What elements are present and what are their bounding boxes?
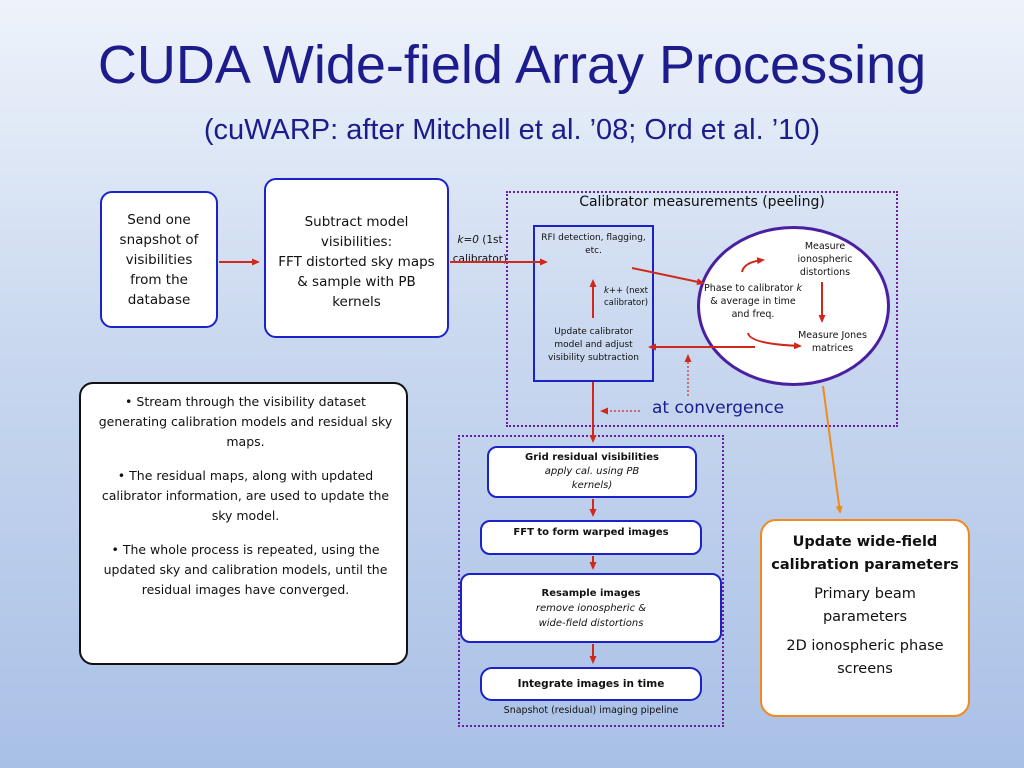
phase-line1: Phase to calibrator (703, 283, 797, 294)
rfi-box (533, 225, 654, 382)
phase-text: Phase to calibrator k & average in time … (702, 282, 804, 321)
bullet-box: • Stream through the visibility dataset … (79, 382, 408, 665)
rfi-bottom-line: visibility subtraction (548, 353, 639, 363)
bullet-item: • The whole process is repeated, using t… (93, 540, 398, 600)
arrow-jones-curl (747, 332, 802, 350)
subtract-heading-line: visibilities: (320, 234, 393, 250)
subtract-heading-line: Subtract model (304, 214, 409, 230)
resample-sub-line: wide-field distortions (538, 617, 644, 629)
phase-line: & average in time (710, 296, 796, 307)
update-item1-line: parameters (822, 609, 908, 625)
rfi-top-line: RFI detection, flagging, (541, 233, 646, 243)
k-plus-plus-label: k++ (next calibrator) (597, 285, 655, 309)
calibrator-region (506, 191, 898, 427)
rfi-top-line: etc. (585, 246, 602, 256)
jones-line: matrices (811, 343, 854, 354)
bullet-item: • The residual maps, along with updated … (93, 466, 398, 526)
arrow-rfi-to-phase (631, 267, 705, 286)
send-line: visibilities (125, 251, 193, 268)
update-title-line: Update wide-field (792, 534, 938, 550)
pipeline-caption: Snapshot (residual) imaging pipeline (503, 705, 679, 716)
bullet-text: Stream through the visibility dataset ge… (98, 394, 393, 449)
bullet-dot: • (117, 468, 130, 483)
subtract-body-line: & sample with PB (297, 274, 416, 290)
send-line: database (127, 291, 191, 308)
rfi-top-text: RFI detection, flagging, etc. (533, 232, 654, 258)
update-item2-line: screens (837, 661, 893, 677)
subtract-body-line: FFT distorted sky maps (278, 254, 435, 270)
k0-label-italic: k=0 (457, 234, 479, 246)
send-line: Send one (127, 211, 191, 228)
rfi-bottom-text: Update calibrator model and adjust visib… (533, 326, 654, 365)
subtract-body-line: kernels (332, 294, 381, 310)
ionospheric-line: ionospheric (797, 254, 853, 265)
kpp-italic: k++ (603, 286, 624, 296)
bullet-dot: • (111, 542, 123, 557)
resample-box: Resample images remove ionospheric & wid… (460, 573, 722, 643)
arrow-phase-to-ionospheric (741, 257, 765, 273)
subtract-model-box: Subtract model visibilities: FFT distort… (264, 178, 449, 338)
phase-k: k (796, 283, 802, 294)
jones-line: Measure Jones (798, 330, 867, 341)
ionospheric-text: Measure ionospheric distortions (780, 240, 870, 279)
arrow-ellipse-to-update (822, 385, 843, 514)
ionospheric-line: Measure (804, 241, 846, 252)
rfi-bottom-line: Update calibrator (554, 327, 633, 337)
at-convergence-label: at convergence (652, 398, 785, 418)
k0-label-rest: (1st (478, 234, 503, 246)
rfi-bottom-line: model and adjust (554, 340, 633, 350)
fft-box: FFT to form warped images (480, 520, 702, 555)
kpp-line2: calibrator) (603, 298, 649, 308)
bullet-text: The whole process is repeated, using the… (103, 542, 388, 597)
jones-text: Measure Jones matrices (790, 329, 875, 355)
measurement-ellipse (697, 226, 890, 386)
bullet-item: • Stream through the visibility dataset … (93, 392, 398, 452)
resample-title: Resample images (541, 587, 641, 599)
slide-title: CUDA Wide-field Array Processing (97, 35, 927, 95)
grid-sub-line: kernels) (571, 480, 613, 491)
grid-residual-box: Grid residual visibilities apply cal. us… (487, 446, 697, 498)
bullet-dot: • (125, 394, 137, 409)
fft-label: FFT to form warped images (513, 527, 669, 538)
update-title-line: calibration parameters (771, 557, 959, 573)
update-parameters-box: Update wide-field calibration parameters… (760, 519, 970, 717)
phase-line: and freq. (731, 309, 775, 320)
slide-subtitle: (cuWARP: after Mitchell et al. ’08; Ord … (203, 114, 821, 146)
calibrator-region-title: Calibrator measurements (peeling) (579, 194, 825, 210)
grid-title: Grid residual visibilities (525, 452, 659, 463)
send-snapshot-box: Send one snapshot of visibilities from t… (100, 191, 218, 328)
send-line: snapshot of (119, 231, 199, 248)
grid-sub-line: apply cal. using PB (544, 466, 640, 477)
send-line: from the (130, 271, 188, 288)
resample-sub-line: remove ionospheric & (535, 602, 647, 614)
bullet-text: The residual maps, along with updated ca… (101, 468, 390, 523)
integrate-label: Integrate images in time (517, 678, 665, 690)
update-item2-line: 2D ionospheric phase (786, 638, 944, 654)
update-item1-line: Primary beam (814, 586, 916, 602)
ionospheric-line: distortions (799, 267, 851, 278)
kpp-rest: (next (623, 286, 649, 296)
integrate-box: Integrate images in time (480, 667, 702, 701)
